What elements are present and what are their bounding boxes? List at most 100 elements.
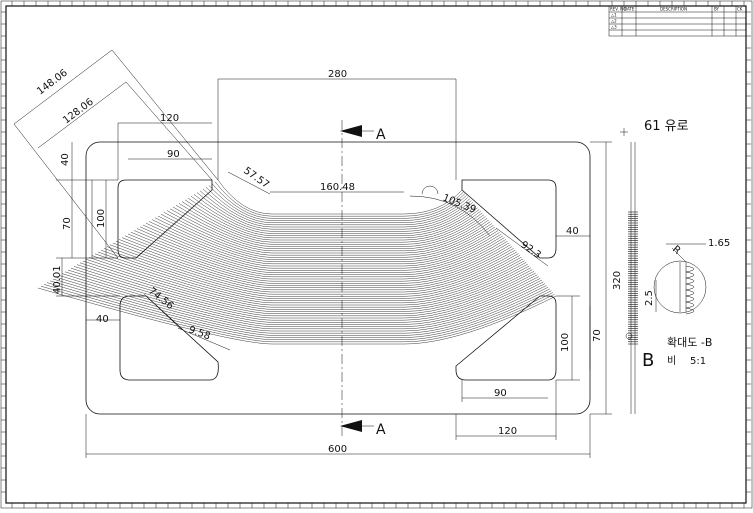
flow-channel (49, 280, 550, 336)
rev-header-date: DATE (624, 7, 635, 12)
detail-view-b (653, 243, 707, 315)
dim-128-06: 128.06 (61, 97, 96, 127)
flow-channel (205, 187, 469, 223)
flow-channel (214, 181, 464, 217)
flow-channel (211, 183, 466, 219)
flow-channel (193, 194, 475, 232)
flow-channel (133, 230, 506, 275)
rev-row-2: △2 (611, 19, 617, 24)
dim-40-left: 40 (60, 153, 71, 166)
flow-channel (202, 188, 470, 226)
dim-90-top: 90 (167, 149, 180, 160)
revision-table: REV. NO DATE DESCRIPTION BY CK △1 △2 △3 (608, 5, 747, 37)
flow-channel (172, 206, 486, 247)
flow-channel (58, 275, 546, 330)
side-channel-ticks (628, 211, 638, 345)
side-section-strip (620, 128, 638, 414)
detail-dim-1-65: 1.65 (708, 238, 730, 249)
flow-channel (88, 257, 530, 308)
dim-160-48: 160.48 (320, 182, 355, 193)
dim-40-bottom: 40 (96, 314, 109, 325)
flow-channel (196, 192, 474, 230)
flow-channel (217, 179, 463, 215)
flow-channel (148, 221, 499, 265)
flow-channel (37, 287, 557, 345)
cutout-bottom-left (119, 295, 219, 381)
flow-channel (103, 248, 522, 297)
dim-57-57: 57.57 (241, 165, 271, 190)
dim-90-bottom: 90 (494, 388, 507, 399)
flow-channel (64, 271, 543, 325)
flow-channel (127, 233, 510, 280)
flow-channel (109, 244, 519, 293)
flow-channel (187, 197, 478, 236)
rev-row-3: △3 (611, 25, 617, 30)
dim-320: 320 (612, 271, 623, 290)
section-mark-bottom: A (340, 420, 386, 438)
flow-channel (136, 228, 505, 273)
flow-channel (79, 262, 535, 314)
flow-channel (151, 219, 497, 262)
flow-channel (139, 226, 503, 271)
rev-row-1: △1 (611, 13, 617, 18)
dim-74-56: 74.56 (146, 286, 175, 312)
flow-channel (85, 258, 532, 310)
dim-70-left: 70 (62, 217, 73, 230)
rev-header-ck: CK (737, 7, 743, 12)
dim-40-right: 40 (566, 226, 579, 237)
flow-channel (208, 185, 467, 221)
flow-channel (106, 246, 521, 295)
section-letter-top: A (376, 127, 386, 143)
flow-channel (55, 276, 547, 332)
cutout-bottom-right (455, 295, 557, 381)
flow-channel (97, 251, 525, 301)
dim-600: 600 (328, 444, 347, 455)
detail-label: B (642, 350, 654, 371)
flow-channel (157, 215, 494, 258)
detail-radius-label: R (670, 244, 682, 257)
dim-40-01: 40.01 (52, 265, 63, 294)
flow-channel (76, 264, 536, 317)
detail-channel-profile (685, 265, 695, 315)
flow-channel (184, 199, 480, 239)
detail-caption: 확대도 -B (667, 336, 712, 349)
rev-header-by: BY (714, 7, 720, 12)
detail-scale-prefix: 비 (667, 355, 676, 367)
sheet-inner-border (5, 5, 747, 504)
flow-channel (142, 224, 502, 269)
plate-outline (85, 141, 591, 415)
flow-channel (163, 212, 491, 254)
flow-channel (145, 222, 500, 267)
flow-channel (160, 214, 492, 256)
side-label: 61 유로 (644, 119, 689, 134)
flow-channel (199, 190, 472, 228)
flow-channel (154, 217, 496, 260)
dim-148-06: 148.06 (35, 68, 70, 98)
detail-circle (653, 260, 707, 314)
flow-channel (115, 240, 516, 288)
cutout-top-left (117, 179, 213, 259)
flow-channel (181, 201, 481, 241)
dim-100-left: 100 (96, 209, 107, 228)
flow-channel (73, 266, 538, 319)
detail-b-marker (625, 332, 633, 340)
cutout-top-right (461, 179, 557, 259)
section-mark-top: A (340, 125, 386, 143)
flow-channel (91, 255, 528, 306)
flow-channel (169, 208, 488, 249)
flow-channel (130, 231, 508, 278)
rev-header-desc: DESCRIPTION (660, 7, 687, 12)
flow-channel (166, 210, 489, 252)
flow-channel (94, 253, 527, 304)
flow-channel (112, 242, 517, 291)
flow-channel (175, 205, 485, 245)
dim-9-58: 9.58 (187, 324, 212, 342)
section-letter-bottom: A (376, 422, 386, 438)
dim-100-right: 100 (560, 333, 571, 352)
flow-channel (61, 273, 544, 327)
flow-channel (190, 196, 477, 234)
flow-channels (37, 179, 557, 345)
detail-dim-2-5: 2.5 (644, 290, 655, 306)
